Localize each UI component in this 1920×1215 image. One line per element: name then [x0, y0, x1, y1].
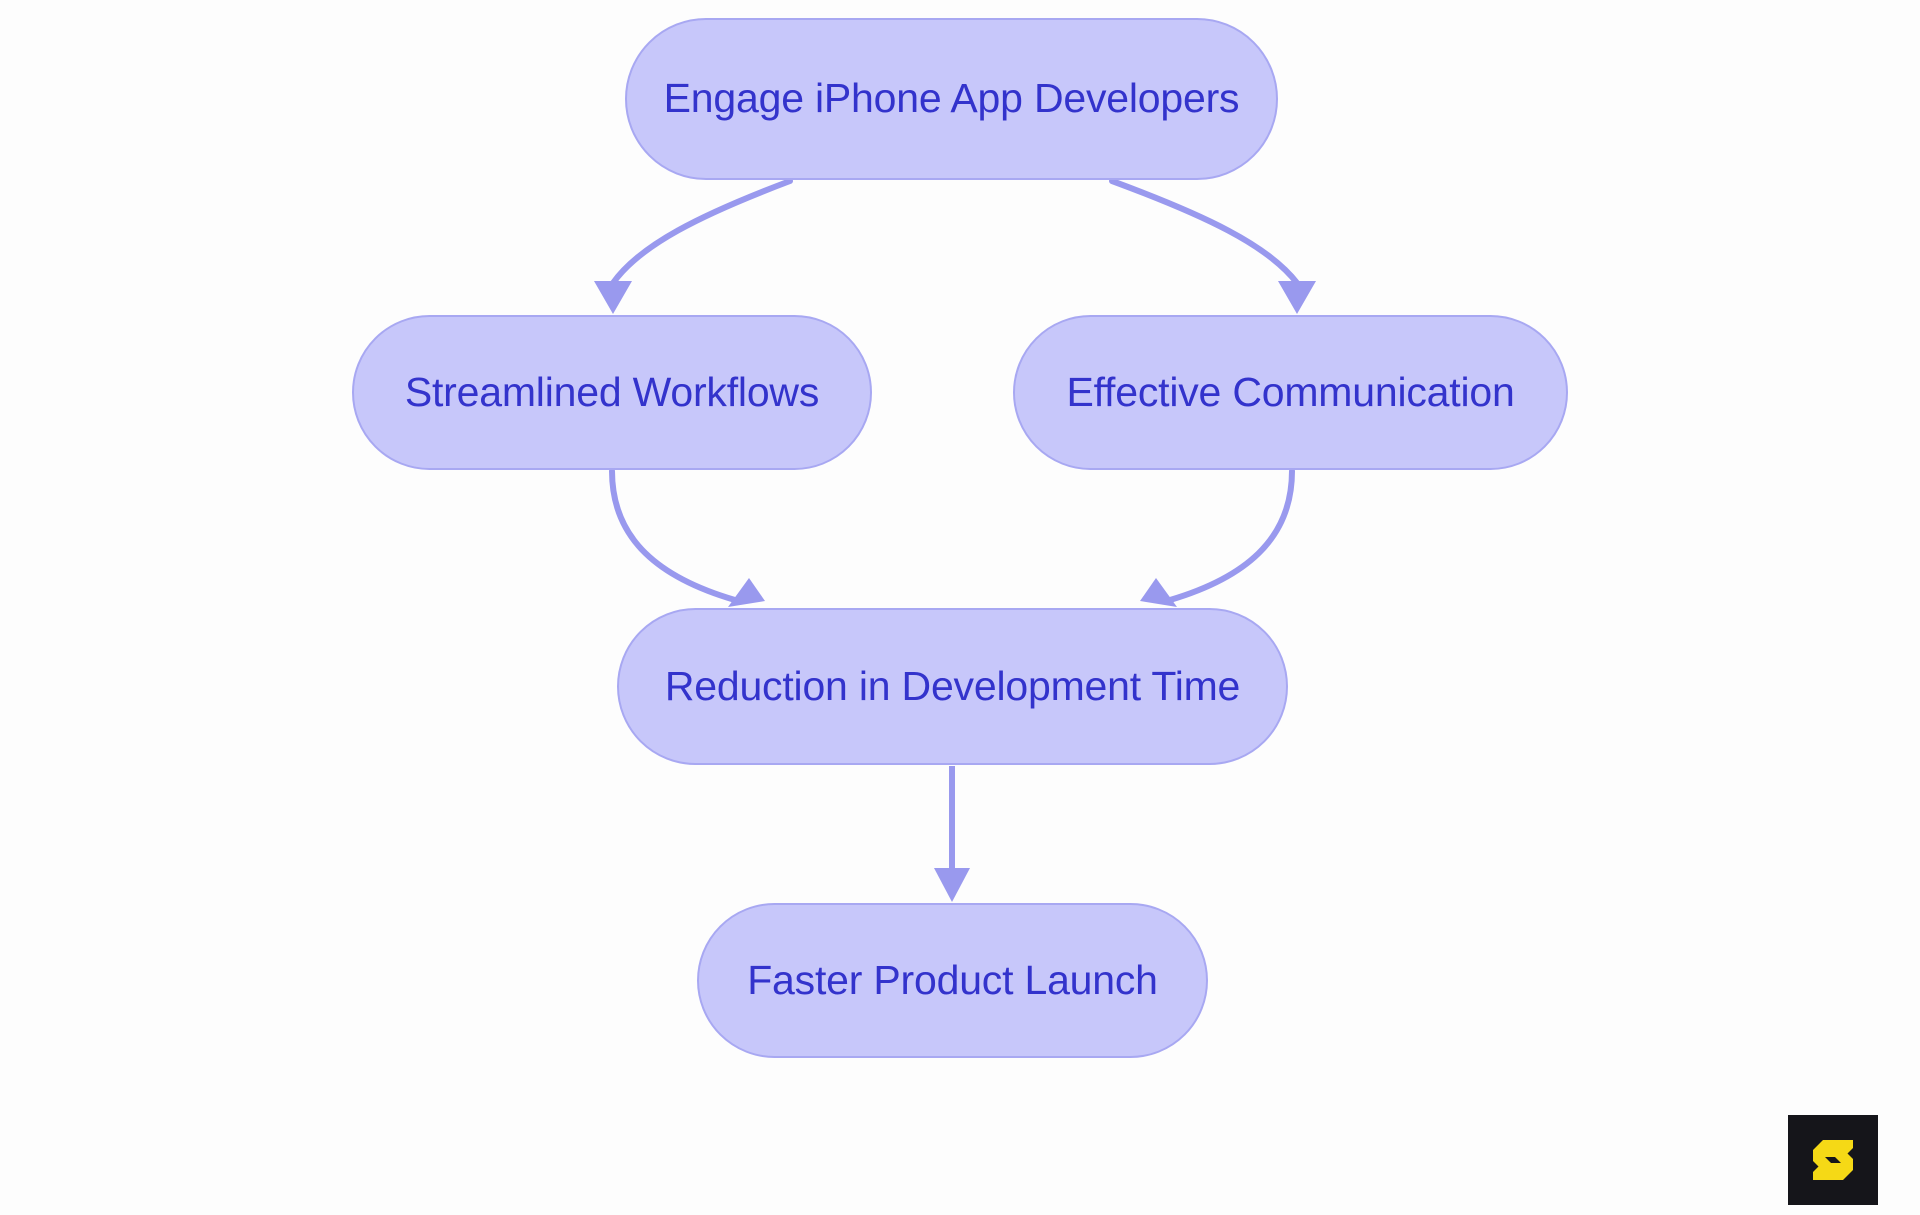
letter-s-logo-icon [1788, 1115, 1878, 1205]
node-label: Reduction in Development Time [664, 662, 1241, 709]
flowchart-node-faster-product-launch[interactable]: Faster Product Launch [697, 903, 1208, 1058]
flowchart-node-reduction-in-development-time[interactable]: Reduction in Development Time [617, 608, 1288, 765]
node-label: Engage iPhone App Developers [663, 75, 1240, 122]
flowchart-node-effective-communication[interactable]: Effective Communication [1013, 315, 1568, 470]
arrowhead-workflows-to-reduction [728, 578, 765, 607]
arrowhead-reduction-to-launch [934, 868, 970, 902]
edge-root-to-workflows [594, 178, 793, 314]
arrowhead-root-to-workflows [594, 281, 632, 314]
edge-workflows-to-reduction [609, 468, 765, 607]
edge-reduction-to-launch [934, 766, 970, 902]
edge-root-to-comms [1109, 178, 1316, 314]
arrowhead-root-to-comms [1278, 281, 1316, 314]
flowchart-node-engage-iphone-app-developers[interactable]: Engage iPhone App Developers [625, 18, 1278, 180]
arrowhead-comms-to-reduction [1140, 578, 1177, 607]
node-label: Streamlined Workflows [404, 368, 820, 415]
edge-comms-to-reduction [1140, 468, 1295, 607]
node-label: Faster Product Launch [747, 956, 1158, 1003]
flowchart-node-streamlined-workflows[interactable]: Streamlined Workflows [352, 315, 872, 470]
node-label: Effective Communication [1066, 368, 1515, 415]
